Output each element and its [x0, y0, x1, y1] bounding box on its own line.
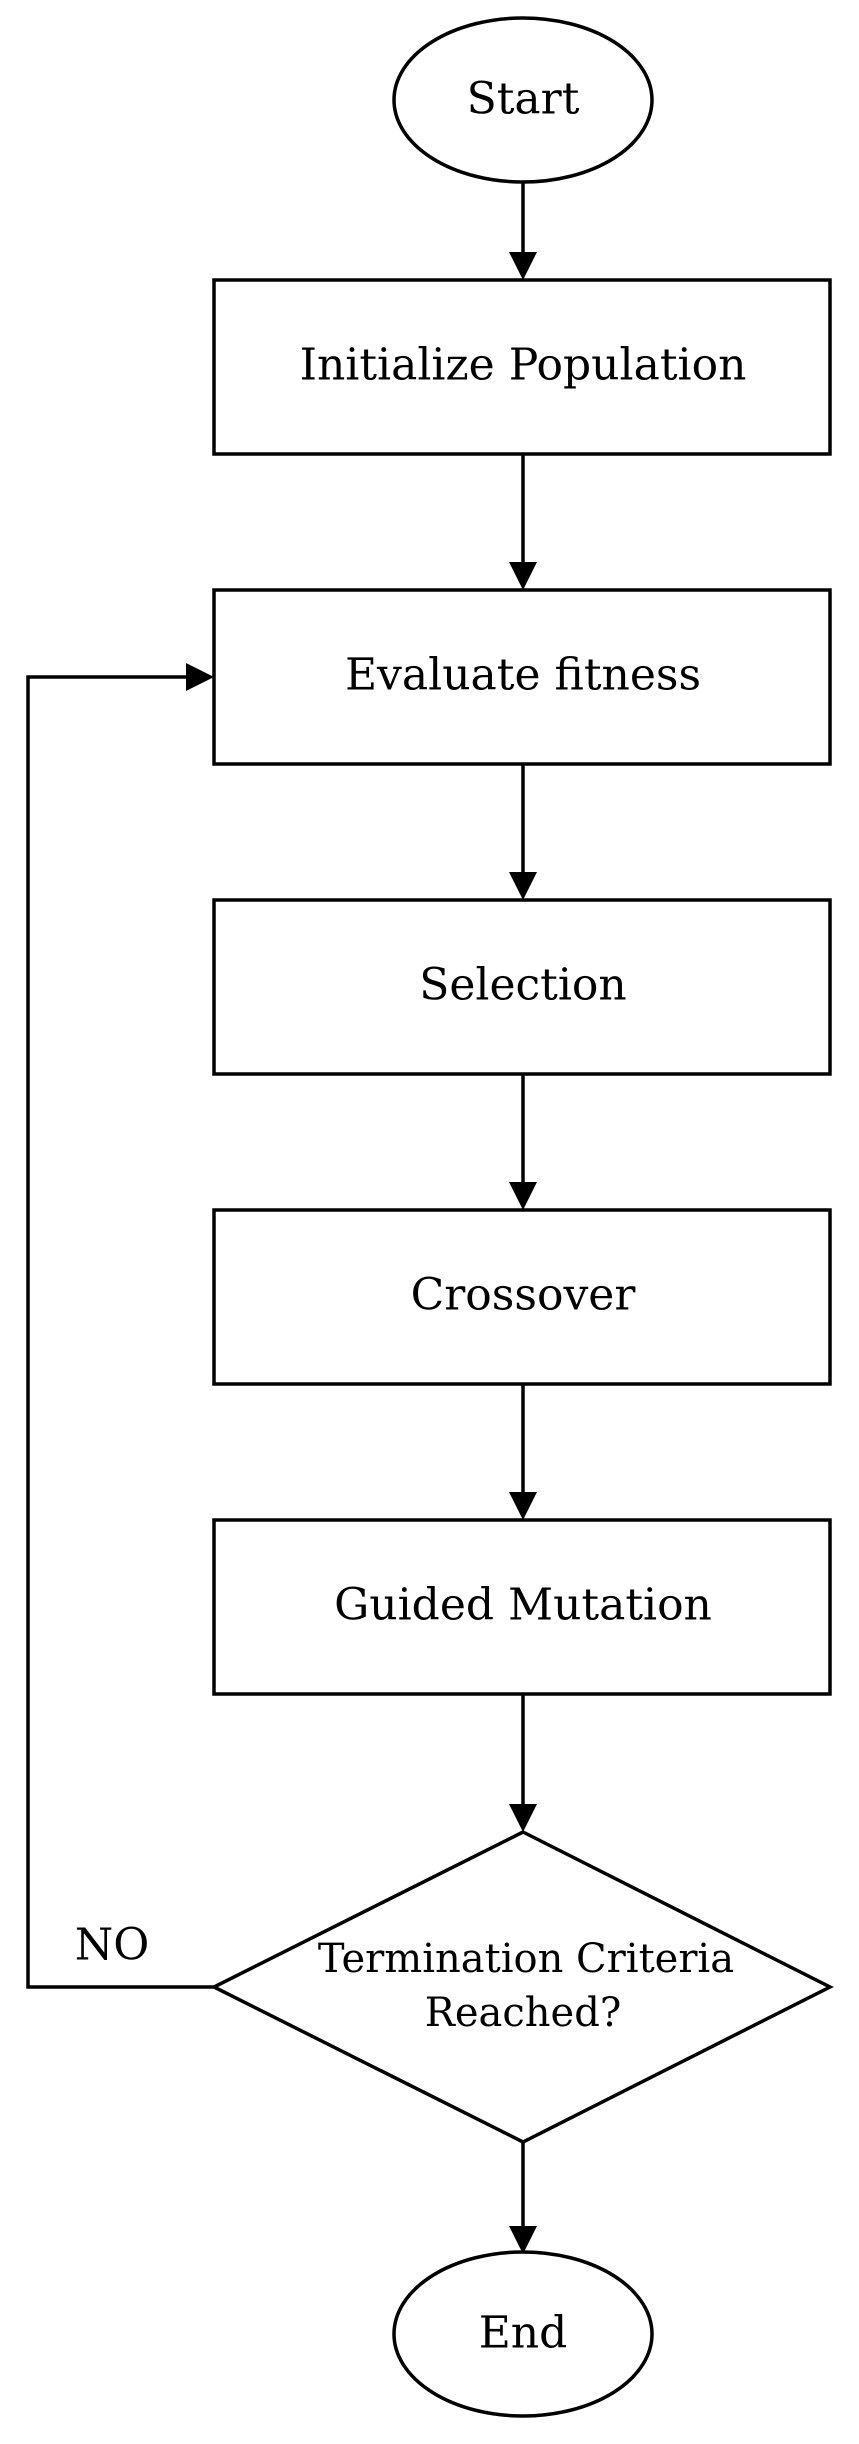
decision-label-line1: Termination Criteria — [318, 1936, 734, 1982]
crossover-label: Crossover — [411, 1270, 637, 1321]
start-label: Start — [467, 74, 580, 125]
start-node: Start — [392, 16, 654, 184]
no-edge-label: NO — [75, 1920, 150, 1971]
end-node: End — [392, 2250, 654, 2418]
arrow-crossover-to-mutation — [509, 1384, 537, 1520]
init-population-node: Initialize Population — [212, 278, 832, 456]
init-population-label: Initialize Population — [300, 340, 747, 391]
arrow-start-to-init — [509, 182, 537, 280]
arrow-mutation-to-decision — [509, 1694, 537, 1832]
arrow-evaluate-to-selection — [509, 764, 537, 900]
selection-node: Selection — [212, 898, 832, 1076]
crossover-node: Crossover — [212, 1208, 832, 1386]
decision-label-line2: Reached? — [425, 1990, 622, 2036]
arrow-no-loop-to-evaluate: NO — [26, 663, 214, 1989]
evaluate-fitness-node: Evaluate fitness — [212, 588, 832, 766]
termination-decision-node: Termination Criteria Reached? — [210, 1830, 834, 2144]
arrow-decision-to-end — [509, 2142, 537, 2254]
selection-label: Selection — [419, 960, 627, 1011]
guided-mutation-label: Guided Mutation — [334, 1580, 712, 1631]
evaluate-fitness-label: Evaluate fitness — [345, 650, 701, 701]
arrow-init-to-evaluate — [509, 454, 537, 590]
end-label: End — [479, 2308, 568, 2359]
arrow-selection-to-crossover — [509, 1074, 537, 1210]
guided-mutation-node: Guided Mutation — [212, 1518, 832, 1696]
